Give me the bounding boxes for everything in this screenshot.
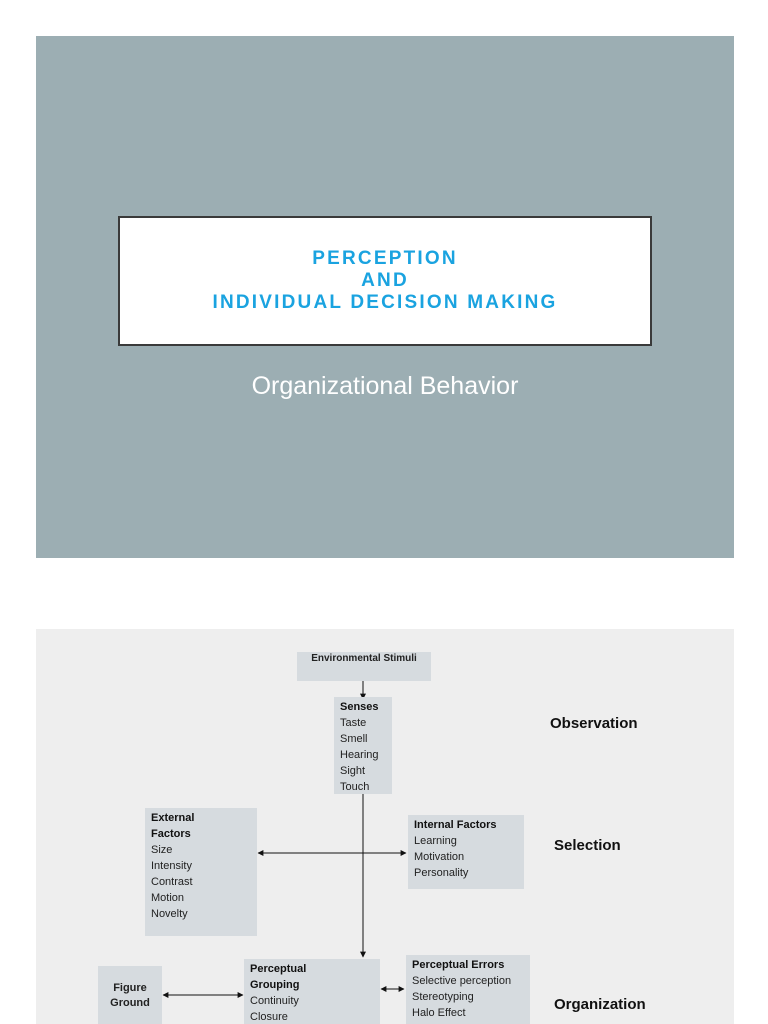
grouping-item: Closure — [250, 1011, 288, 1023]
title-line-1: PERCEPTION — [312, 248, 458, 269]
errors-header: Perceptual Errors — [412, 959, 505, 971]
external-item: Size — [151, 844, 173, 856]
env-label: Environmental Stimuli — [311, 653, 417, 664]
stage-observation: Observation — [550, 715, 638, 732]
errors-item: Stereotyping — [412, 991, 474, 1003]
perceptual-errors-box: Perceptual Errors Selective perception S… — [406, 955, 530, 1024]
grouping-item: Continuity — [250, 995, 299, 1007]
errors-item: Selective perception — [412, 975, 512, 987]
perception-process-slide: Environmental Stimuli Senses Taste Smell… — [36, 629, 734, 1024]
perceptual-grouping-box: Perceptual Grouping Continuity Closure — [244, 959, 380, 1024]
internal-item: Personality — [414, 867, 469, 879]
title-line-2: AND — [361, 270, 409, 291]
senses-item: Hearing — [340, 749, 379, 761]
environmental-stimuli-box: Environmental Stimuli — [297, 652, 431, 681]
title-slide: PERCEPTION AND INDIVIDUAL DECISION MAKIN… — [36, 36, 734, 558]
external-header: External Factors — [151, 812, 195, 840]
title-line-3: INDIVIDUAL DECISION MAKING — [212, 292, 558, 313]
external-item: Motion — [151, 892, 185, 904]
internal-header: Internal Factors — [414, 819, 497, 831]
errors-item: Halo Effect — [412, 1007, 466, 1019]
senses-item: Smell — [340, 733, 368, 745]
senses-item: Sight — [340, 765, 366, 777]
subtitle: Organizational Behavior — [251, 372, 519, 400]
stage-organization: Organization — [554, 996, 646, 1013]
internal-factors-box: Internal Factors Learning Motivation Per… — [408, 815, 524, 889]
title-box: PERCEPTION AND INDIVIDUAL DECISION MAKIN… — [118, 216, 652, 346]
figure-ground-label: Figure Ground — [110, 982, 150, 1009]
internal-item: Motivation — [414, 851, 465, 863]
external-factors-box: External Factors Size Intensity Contrast… — [145, 808, 257, 936]
external-item: Intensity — [151, 860, 192, 872]
stage-selection: Selection — [554, 837, 621, 854]
internal-item: Learning — [414, 835, 457, 847]
senses-item: Touch — [340, 781, 370, 793]
figure-ground-box: Figure Ground — [98, 966, 162, 1024]
senses-item: Taste — [340, 717, 367, 729]
connector-lines — [162, 681, 407, 998]
external-item: Contrast — [151, 876, 193, 888]
external-item: Novelty — [151, 908, 188, 920]
grouping-header: Perceptual Grouping — [250, 963, 307, 991]
senses-box: Senses Taste Smell Hearing Sight Touch — [334, 697, 392, 794]
senses-header: Senses — [340, 701, 379, 713]
